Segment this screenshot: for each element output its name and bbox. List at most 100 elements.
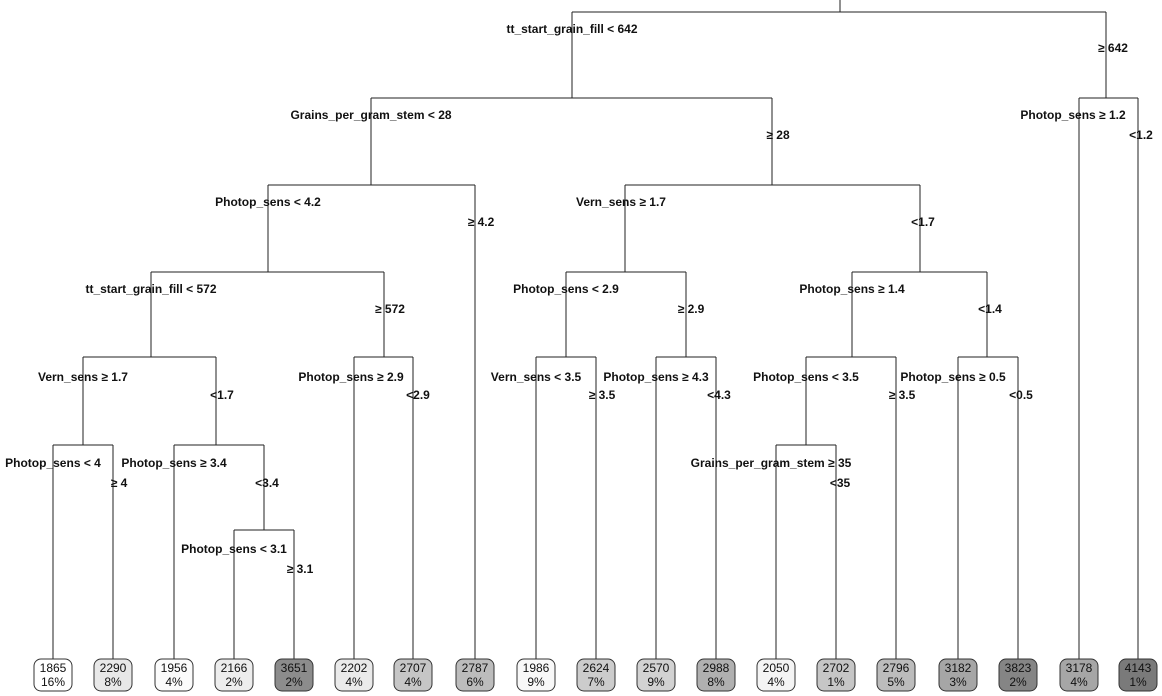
leaf-box: [33, 658, 73, 692]
leaf-value: 3651: [281, 661, 308, 675]
leaf-value: 1986: [523, 661, 550, 675]
leaf-box: [516, 658, 556, 692]
leaf-percent: 1%: [827, 675, 845, 689]
leaf-box: [696, 658, 736, 692]
leaf-value: 4143: [1125, 661, 1152, 675]
split-label-n10: Vern_sens ≥ 1.7: [576, 195, 666, 209]
leaf-percent: 5%: [887, 675, 905, 689]
leaf-percent: 2%: [225, 675, 243, 689]
leaf-box: [455, 658, 495, 692]
leaf-box: [393, 658, 433, 692]
leaf-value: 3182: [945, 661, 972, 675]
leaf-nodes: 186516%22908%19564%21662%36512%22024%270…: [33, 658, 1158, 692]
leaf-box: [998, 658, 1038, 692]
split-label-n9: Photop_sens ≥ 2.9: [298, 370, 404, 384]
split-label-n15: Photop_sens < 3.5: [753, 370, 859, 384]
leaf-value: 2988: [703, 661, 730, 675]
leaf-box: [1059, 658, 1099, 692]
split-label-n6: Photop_sens < 4: [5, 456, 101, 470]
leaf-percent: 8%: [707, 675, 725, 689]
leaf-box: [576, 658, 616, 692]
leaf-percent: 2%: [1009, 675, 1027, 689]
leaf-value: 2570: [643, 661, 670, 675]
branch-label-e3: ≥ 4.2: [468, 215, 495, 229]
branch-label-e8: ≥ 3.1: [287, 562, 314, 576]
branch-label-e11: ≥ 2.9: [678, 302, 705, 316]
leaf-percent: 8%: [104, 675, 122, 689]
split-label-n7: Photop_sens ≥ 3.4: [121, 456, 227, 470]
leaf-box: [154, 658, 194, 692]
tree-edges: [52, 0, 1139, 660]
split-label-n11: Photop_sens < 2.9: [513, 282, 619, 296]
leaf-percent: 4%: [404, 675, 422, 689]
leaf-percent: 4%: [165, 675, 183, 689]
leaf-percent: 4%: [767, 675, 785, 689]
branch-label-e13: <4.3: [707, 388, 731, 402]
leaf-box: [876, 658, 916, 692]
leaf-percent: 4%: [345, 675, 363, 689]
leaf-value: 2702: [823, 661, 850, 675]
branch-label-e16: <35: [830, 476, 851, 490]
leaf-box: [756, 658, 796, 692]
leaf-value: 2796: [883, 661, 910, 675]
leaf-box: [214, 658, 254, 692]
split-label-n1: tt_start_grain_fill < 642: [506, 22, 637, 36]
leaf-percent: 2%: [285, 675, 303, 689]
leaf-value: 3823: [1005, 661, 1032, 675]
leaf-value: 3178: [1066, 661, 1093, 675]
branch-label-e6: ≥ 4: [111, 476, 128, 490]
leaf-percent: 7%: [587, 675, 605, 689]
leaf-percent: 9%: [527, 675, 545, 689]
leaf-box: [938, 658, 978, 692]
split-label-n8: Photop_sens < 3.1: [181, 542, 287, 556]
branch-label-e7: <3.4: [255, 476, 279, 490]
branch-labels: ≥ 642 ≥ 28 ≥ 4.2 ≥ 572 <1.7 ≥ 4 <3.4 ≥ 3…: [111, 41, 1153, 576]
split-label-n16: Grains_per_gram_stem ≥ 35: [691, 456, 852, 470]
split-label-n5: Vern_sens ≥ 1.7: [38, 370, 128, 384]
branch-label-e17: <0.5: [1009, 388, 1033, 402]
branch-label-e12: ≥ 3.5: [589, 388, 616, 402]
leaf-percent: 1%: [1129, 675, 1147, 689]
split-label-n2: Grains_per_gram_stem < 28: [290, 108, 451, 122]
branch-label-e4: ≥ 572: [375, 302, 405, 316]
leaf-box: [816, 658, 856, 692]
branch-label-e5: <1.7: [210, 388, 234, 402]
leaf-percent: 3%: [949, 675, 967, 689]
branch-label-e15: ≥ 3.5: [889, 388, 916, 402]
split-label-n18: Photop_sens ≥ 1.2: [1020, 108, 1126, 122]
split-label-n17: Photop_sens ≥ 0.5: [900, 370, 1006, 384]
split-label-n14: Photop_sens ≥ 1.4: [799, 282, 905, 296]
leaf-value: 2166: [221, 661, 248, 675]
leaf-value: 1956: [161, 661, 188, 675]
leaf-percent: 6%: [466, 675, 484, 689]
leaf-percent: 9%: [647, 675, 665, 689]
branch-label-e2: ≥ 28: [766, 128, 790, 142]
leaf-box: [334, 658, 374, 692]
branch-label-e18: <1.2: [1129, 128, 1153, 142]
branch-label-e9: <2.9: [406, 388, 430, 402]
leaf-value: 2624: [583, 661, 610, 675]
split-labels: tt_start_grain_fill < 642 Grains_per_gra…: [5, 22, 1126, 556]
split-label-n4: tt_start_grain_fill < 572: [85, 282, 216, 296]
branch-label-e10: <1.7: [911, 215, 935, 229]
split-label-n12: Vern_sens < 3.5: [491, 370, 582, 384]
split-label-n13: Photop_sens ≥ 4.3: [603, 370, 709, 384]
leaf-percent: 4%: [1070, 675, 1088, 689]
